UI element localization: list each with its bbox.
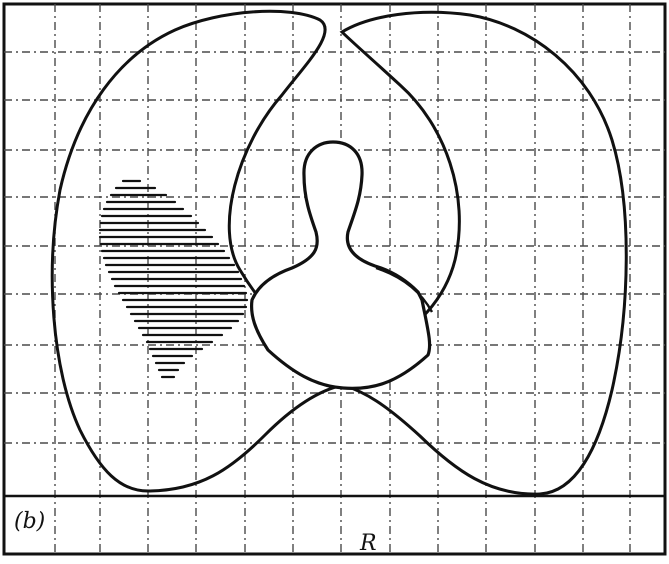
point-label: R [359,531,377,556]
hatched-region [100,181,247,377]
panel-label: (b) [14,509,45,534]
head-and-shoulders-silhouette [252,142,430,388]
